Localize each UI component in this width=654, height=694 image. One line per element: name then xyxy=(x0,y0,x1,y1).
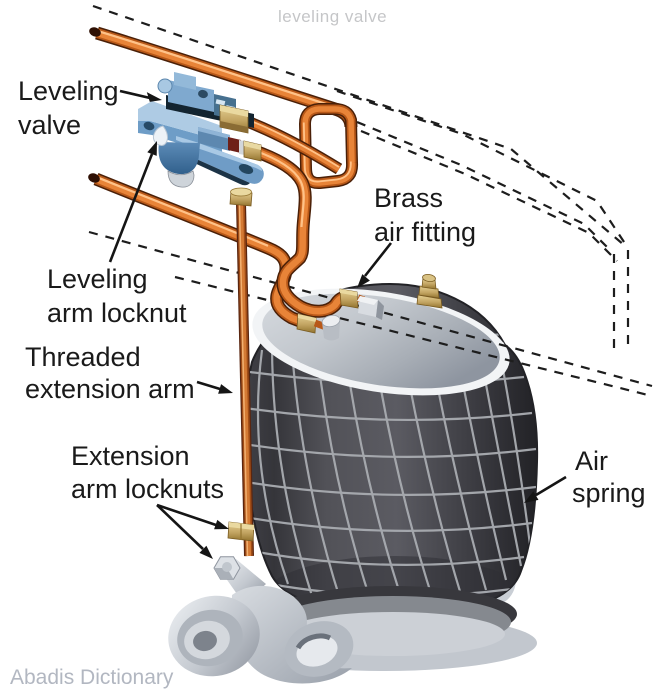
delivery-air-line xyxy=(249,143,347,318)
label-air-spring-line2: spring xyxy=(572,478,646,508)
arrow-extension-arm-locknut-1 xyxy=(156,503,229,530)
arrow-brass-air-fitting xyxy=(357,242,393,288)
callout-arrows xyxy=(108,89,567,559)
arrow-extension-arm-locknut-2 xyxy=(156,504,213,559)
label-air-spring-line1: Air xyxy=(575,446,608,476)
brass-air-fitting xyxy=(339,288,384,320)
extension-arm-locknut xyxy=(227,521,255,542)
arrow-leveling-arm-locknut xyxy=(108,141,157,263)
page-title: leveling valve xyxy=(278,7,387,26)
base-bracket xyxy=(168,556,354,684)
label-extension-arm-locknuts-line1: Extension xyxy=(71,441,190,471)
arrow-threaded-extension-arm xyxy=(196,380,233,394)
leveling-arm-locknut-part xyxy=(152,125,168,146)
service-loop xyxy=(298,103,359,190)
arrow-air-spring xyxy=(524,475,567,503)
label-brass-air-fitting-line1: Brass xyxy=(374,183,443,213)
valve-brass-nut-upper xyxy=(219,104,249,134)
leveling-valve xyxy=(138,72,264,188)
second-air-fitting xyxy=(296,313,341,341)
label-threaded-extension-arm-line2: extension arm xyxy=(25,374,195,404)
label-leveling-valve-line2: valve xyxy=(18,110,81,140)
label-threaded-extension-arm-line1: Threaded xyxy=(25,342,141,372)
supply-air-line xyxy=(89,26,359,190)
air-spring-grid xyxy=(244,328,537,607)
label-leveling-arm-locknut-line2: arm locknut xyxy=(47,298,187,328)
arrow-leveling-valve xyxy=(119,89,162,102)
valve-to-loop-line xyxy=(243,115,343,175)
bracket-hex-bolt xyxy=(213,556,241,580)
schrader-valve-stem xyxy=(416,274,443,309)
label-extension-arm-locknuts-line2: arm locknuts xyxy=(71,474,224,504)
diagram-labels: leveling valve Leveling valve Brass air … xyxy=(10,7,646,689)
label-brass-air-fitting-line2: air fitting xyxy=(374,217,476,247)
valve-brass-nut-lower xyxy=(243,140,262,162)
threaded-extension-arm xyxy=(227,187,255,557)
watermark-text: Abadis Dictionary xyxy=(10,666,174,689)
frame-rail-outline xyxy=(92,4,630,350)
extension-arm-upper-nut xyxy=(229,187,253,207)
label-leveling-arm-locknut-line1: Leveling xyxy=(47,264,148,294)
label-leveling-valve-line1: Leveling xyxy=(18,76,119,106)
